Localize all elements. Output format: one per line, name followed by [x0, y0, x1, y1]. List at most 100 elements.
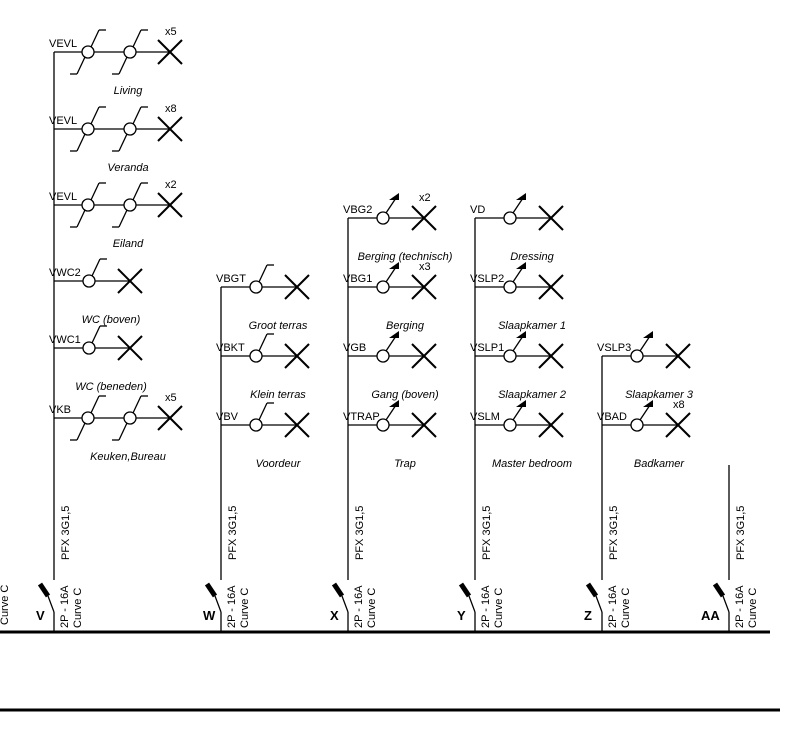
breaker-rating: 2P - 16A	[480, 585, 492, 628]
sensor-marker	[643, 331, 653, 338]
lamp-stroke	[538, 412, 564, 438]
breaker-contact	[341, 595, 349, 613]
switch-lever	[132, 182, 142, 201]
lamp-stroke	[411, 412, 437, 438]
switch-lower-lever	[118, 422, 128, 441]
breaker-rating: 2P - 16A	[607, 585, 619, 628]
breaker-symbol	[585, 582, 603, 632]
switch-circle	[376, 349, 390, 363]
room-name: Veranda	[107, 162, 148, 174]
switch-lever	[639, 404, 651, 421]
switch-lever	[132, 29, 142, 48]
breaker-contact	[722, 595, 730, 613]
switch-circle	[630, 349, 644, 363]
switch-circle	[376, 211, 390, 225]
left-edge-curve-label: Curve C	[0, 585, 11, 625]
lamp-stroke	[157, 192, 183, 218]
breaker-symbol	[204, 582, 222, 632]
lamp-count: x3	[419, 261, 431, 273]
breaker-symbol	[37, 582, 55, 632]
switch-lever	[385, 266, 397, 283]
column-letter: W	[203, 608, 216, 623]
column-letter: X	[330, 608, 339, 623]
circuit-label: VKB	[49, 404, 71, 416]
switch-lower-lever	[76, 56, 86, 75]
switch-symbol	[376, 262, 399, 294]
switch-circle	[82, 274, 96, 288]
switch-lever	[639, 335, 651, 352]
sensor-marker	[389, 331, 399, 338]
switch-symbol	[70, 182, 106, 228]
switch-symbol	[376, 331, 399, 363]
cable-label: PFX 3G1,5	[735, 506, 747, 560]
lamp-symbol	[157, 116, 183, 142]
breaker-handle	[585, 582, 599, 598]
lamp-stroke	[284, 274, 310, 300]
sensor-marker	[643, 400, 653, 407]
switch-symbol	[503, 400, 526, 432]
lamp-stroke	[411, 274, 437, 300]
switch-lower-lever	[76, 209, 86, 228]
switch-lever	[132, 395, 142, 414]
switch-lever	[91, 258, 101, 277]
lamp-stroke	[117, 268, 143, 294]
switch-circle	[249, 349, 263, 363]
lamp-symbol	[538, 343, 564, 369]
switch-symbol	[630, 400, 653, 432]
lamp-count: x5	[165, 392, 177, 404]
room-name: Gang (boven)	[371, 389, 439, 401]
switch-symbol	[70, 106, 106, 152]
switch-symbol	[70, 29, 106, 75]
switch-symbol	[82, 258, 107, 288]
switch-circle	[81, 122, 95, 136]
lamp-symbol	[411, 343, 437, 369]
lamp-symbol	[157, 192, 183, 218]
cable-label: PFX 3G1,5	[227, 506, 239, 560]
circuit-label: VSLM	[470, 411, 500, 423]
breaker-curve: Curve C	[366, 588, 378, 628]
switch-circle	[123, 411, 137, 425]
switch-symbol	[630, 331, 653, 363]
circuit-label: VSLP2	[470, 273, 504, 285]
switch-circle	[81, 45, 95, 59]
circuit-label: VSLP1	[470, 342, 504, 354]
switch-lever	[91, 325, 101, 344]
switch-symbol	[376, 193, 399, 225]
breaker-handle	[204, 582, 218, 598]
sensor-marker	[516, 193, 526, 200]
switch-symbol	[503, 331, 526, 363]
switch-circle	[376, 418, 390, 432]
room-name: Groot terras	[249, 320, 308, 332]
circuit-label: VWC1	[49, 334, 81, 346]
lamp-stroke	[157, 405, 183, 431]
lamp-symbol	[538, 205, 564, 231]
breaker-rating: 2P - 16A	[734, 585, 746, 628]
breaker-contact	[214, 595, 222, 613]
circuit-label: VBKT	[216, 342, 245, 354]
lamp-symbol	[538, 274, 564, 300]
breaker-curve: Curve C	[493, 588, 505, 628]
circuit-label: VEVL	[49, 115, 77, 127]
lamp-symbol	[157, 405, 183, 431]
switch-circle	[249, 280, 263, 294]
switch-lower-lever	[76, 422, 86, 441]
room-name: Trap	[394, 458, 416, 470]
switch-circle	[503, 211, 517, 225]
switch-symbol	[249, 333, 274, 363]
breaker-rating: 2P - 16A	[59, 585, 71, 628]
cable-label: PFX 3G1,5	[60, 506, 72, 560]
switch-circle	[503, 418, 517, 432]
busbars	[0, 630, 780, 712]
switch-symbol	[112, 29, 148, 75]
lamp-count: x5	[165, 26, 177, 38]
